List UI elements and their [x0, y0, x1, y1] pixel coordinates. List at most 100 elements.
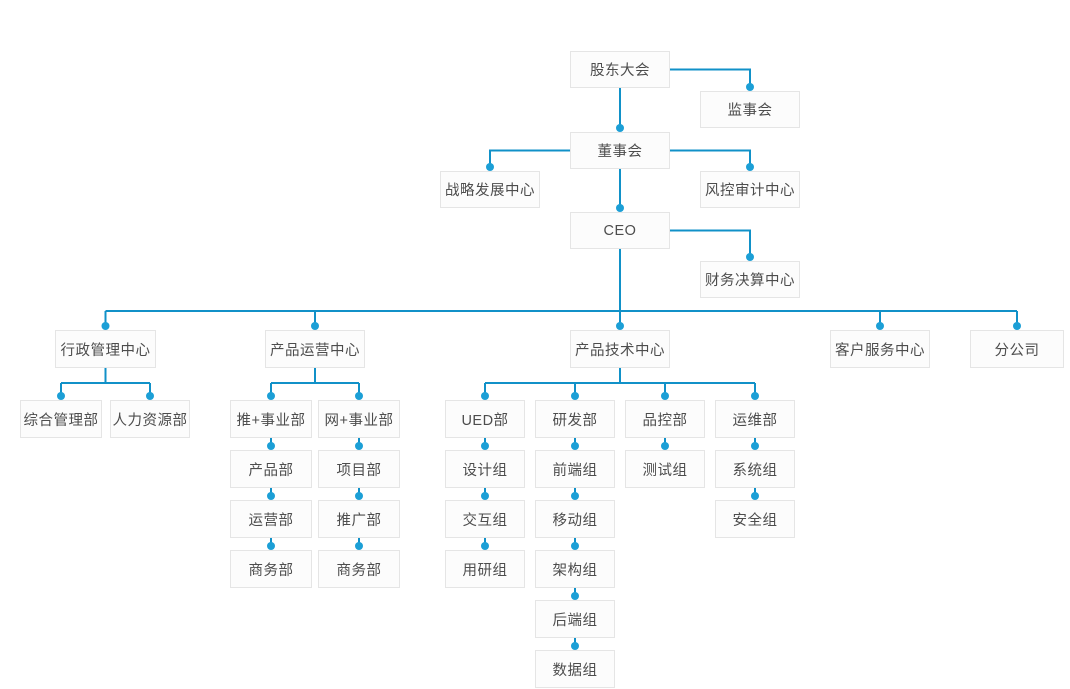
connector-dot: [746, 253, 754, 261]
connector-dot: [751, 392, 759, 400]
org-node-backend-team: 后端组: [535, 600, 615, 638]
org-node-label: 品控部: [642, 412, 688, 429]
connector-dot: [1013, 322, 1021, 330]
org-node-wang-business-dept: 网+事业部: [318, 400, 400, 438]
connector-dot: [571, 392, 579, 400]
org-node-label: 股东大会: [590, 63, 650, 79]
org-node-tui-business-dept: 推+事业部: [230, 400, 312, 438]
org-node-label: 研发部: [552, 412, 598, 429]
org-node-ued-dept: UED部: [445, 400, 525, 438]
org-node-product-tech-center: 产品技术中心: [570, 330, 670, 368]
connector-dot: [311, 322, 319, 330]
org-node-label: UED部: [461, 412, 509, 429]
org-node-promotion-dept: 推广部: [318, 500, 400, 538]
org-node-label: 网+事业部: [324, 412, 394, 429]
org-node-label: 风控审计中心: [705, 183, 795, 199]
org-node-label: 分公司: [994, 342, 1040, 359]
org-node-branch-company: 分公司: [970, 330, 1064, 368]
org-node-supervisory-board: 监事会: [700, 91, 800, 128]
org-node-label: 移动组: [552, 512, 598, 529]
connector-dot: [267, 542, 275, 550]
org-node-data-team: 数据组: [535, 650, 615, 688]
org-node-business-dept-1: 商务部: [230, 550, 312, 588]
org-node-product-ops-center: 产品运营中心: [265, 330, 365, 368]
org-node-security-team: 安全组: [715, 500, 795, 538]
connector-dot: [746, 163, 754, 171]
org-node-label: 系统组: [732, 462, 778, 479]
org-node-label: 安全组: [732, 512, 778, 529]
org-node-strategy-center: 战略发展中心: [440, 171, 540, 208]
org-node-mobile-team: 移动组: [535, 500, 615, 538]
connector-dot: [571, 542, 579, 550]
connector-dot: [355, 542, 363, 550]
org-node-project-dept: 项目部: [318, 450, 400, 488]
connector-dot: [267, 392, 275, 400]
org-node-ceo: CEO: [570, 212, 670, 249]
connector-dot: [57, 392, 65, 400]
org-node-label: 推+事业部: [236, 412, 306, 429]
connector-dot: [571, 442, 579, 450]
connector-dot: [481, 392, 489, 400]
org-node-label: 客户服务中心: [835, 342, 925, 359]
org-node-testing-team: 测试组: [625, 450, 705, 488]
org-node-product-dept: 产品部: [230, 450, 312, 488]
org-node-label: 产品部: [248, 462, 294, 479]
org-node-label: 架构组: [552, 562, 598, 579]
org-node-label: 行政管理中心: [60, 342, 151, 359]
connector-dot: [751, 442, 759, 450]
org-node-label: 测试组: [642, 462, 688, 479]
connector-dot: [481, 442, 489, 450]
connector-dot: [355, 492, 363, 500]
connector-dot: [616, 124, 624, 132]
org-node-frontend-team: 前端组: [535, 450, 615, 488]
org-node-general-admin-dept: 综合管理部: [20, 400, 102, 438]
connector-dot: [101, 322, 110, 330]
connector-dot: [751, 492, 759, 500]
org-node-label: 交互组: [462, 512, 508, 529]
connector-dot: [267, 492, 275, 500]
org-node-operations-dept: 运营部: [230, 500, 312, 538]
org-node-label: 商务部: [336, 562, 382, 579]
connector-line: [670, 149, 751, 167]
org-node-board-of-directors: 董事会: [570, 132, 670, 169]
connector-dot: [355, 392, 363, 400]
org-node-architecture-team: 架构组: [535, 550, 615, 588]
connector-dot: [571, 592, 579, 600]
org-node-label: 综合管理部: [23, 412, 99, 429]
org-node-ops-dept: 运维部: [715, 400, 795, 438]
org-node-label: 用研组: [462, 562, 508, 579]
connector-dot: [616, 322, 624, 330]
connector-dot: [481, 492, 489, 500]
org-node-label: 设计组: [462, 462, 508, 479]
org-node-label: 运维部: [732, 412, 778, 429]
org-node-admin-center: 行政管理中心: [55, 330, 156, 368]
org-node-label: 商务部: [248, 562, 294, 579]
org-node-label: 战略发展中心: [445, 183, 535, 199]
connector-dot: [571, 642, 579, 650]
connector-dot: [146, 392, 154, 400]
org-node-label: 运营部: [248, 512, 294, 529]
connector-dot: [486, 163, 494, 171]
org-node-shareholders-meeting: 股东大会: [570, 51, 670, 88]
org-node-label: 董事会: [597, 144, 643, 160]
org-node-hr-dept: 人力资源部: [110, 400, 190, 438]
org-node-label: 产品技术中心: [575, 342, 665, 359]
org-node-label: 推广部: [336, 512, 382, 529]
org-node-finance-center: 财务决算中心: [700, 261, 800, 298]
connector-dot: [571, 492, 579, 500]
org-node-qc-dept: 品控部: [625, 400, 705, 438]
org-node-rd-dept: 研发部: [535, 400, 615, 438]
org-node-label: 产品运营中心: [270, 342, 360, 359]
org-node-interaction-team: 交互组: [445, 500, 525, 538]
org-node-label: 人力资源部: [112, 412, 188, 429]
connector-line: [489, 149, 570, 167]
connector-dot: [661, 442, 669, 450]
connector-dot: [661, 392, 669, 400]
connector-dot: [876, 322, 884, 330]
org-node-design-team: 设计组: [445, 450, 525, 488]
org-node-system-team: 系统组: [715, 450, 795, 488]
connector-line: [670, 229, 751, 257]
